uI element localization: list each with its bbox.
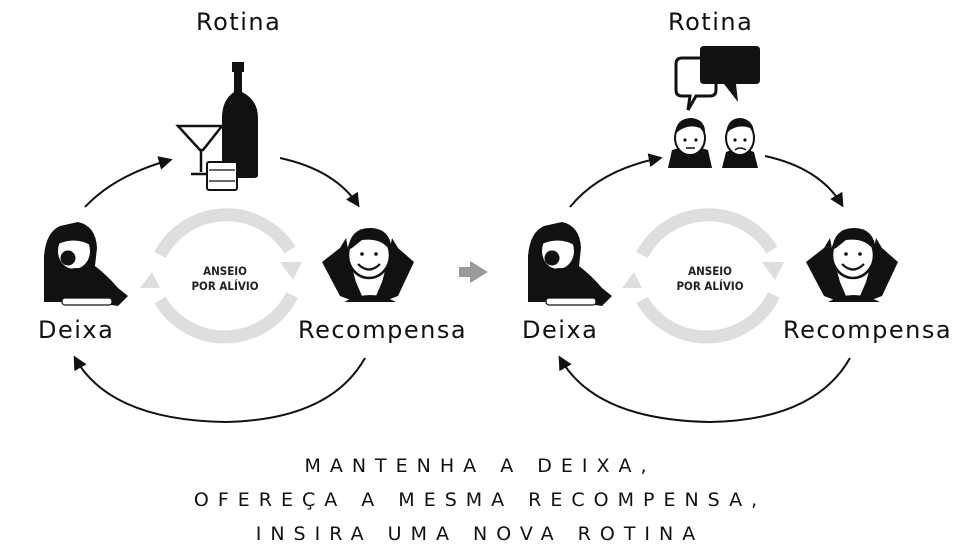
reward-label-left: Recompensa [298, 316, 468, 344]
arrow-routine-to-reward-left [279, 157, 360, 208]
arrow-cue-to-routine-right [569, 153, 663, 208]
arrow-reward-to-cue-right [558, 355, 851, 424]
craving-ring-right [636, 208, 780, 344]
caption-line-1: MANTENHA A DEIXA, [304, 455, 656, 477]
alcohol-bottle-glasses-icon [175, 62, 258, 191]
craving-line2-right: POR ALÍVIO [676, 279, 744, 293]
craving-ring-arrowhead-right-2 [622, 272, 642, 288]
craving-line1-left: ANSEIO [203, 264, 247, 278]
arrow-reward-to-cue-left [73, 355, 366, 424]
craving-line2-left: POR ALÍVIO [191, 279, 259, 293]
worried-person-icon [44, 222, 128, 306]
left-cycle [44, 62, 414, 424]
right-cycle [528, 46, 898, 424]
craving-text-left: ANSEIO POR ALÍVIO [176, 264, 275, 294]
relaxed-smiling-person-icon [322, 228, 414, 302]
two-people-talking-icon [668, 46, 760, 168]
craving-ring-arrowhead-left-1 [280, 262, 302, 280]
caption-line-2: OFEREÇA A MESMA RECOMPENSA, [193, 489, 767, 511]
cue-label-left: Deixa [38, 316, 115, 344]
gray-arrow-right-icon [459, 261, 488, 283]
routine-label-right: Rotina [668, 8, 754, 36]
reward-label-right: Recompensa [783, 316, 953, 344]
arrow-routine-to-reward-right [764, 155, 844, 208]
craving-text-right: ANSEIO POR ALÍVIO [661, 264, 760, 294]
routine-label-left: Rotina [196, 8, 282, 36]
craving-ring-arrowhead-right-1 [762, 262, 784, 280]
craving-ring-left [154, 208, 298, 344]
cue-label-right: Deixa [522, 316, 599, 344]
relaxed-smiling-person-icon [806, 228, 898, 302]
arrow-cue-to-routine-left [84, 156, 173, 208]
caption-line-3: INSIRA UMA NOVA ROTINA [255, 523, 705, 545]
worried-person-icon [528, 222, 612, 306]
craving-line1-right: ANSEIO [688, 264, 732, 278]
craving-ring-arrowhead-left-2 [140, 272, 160, 288]
